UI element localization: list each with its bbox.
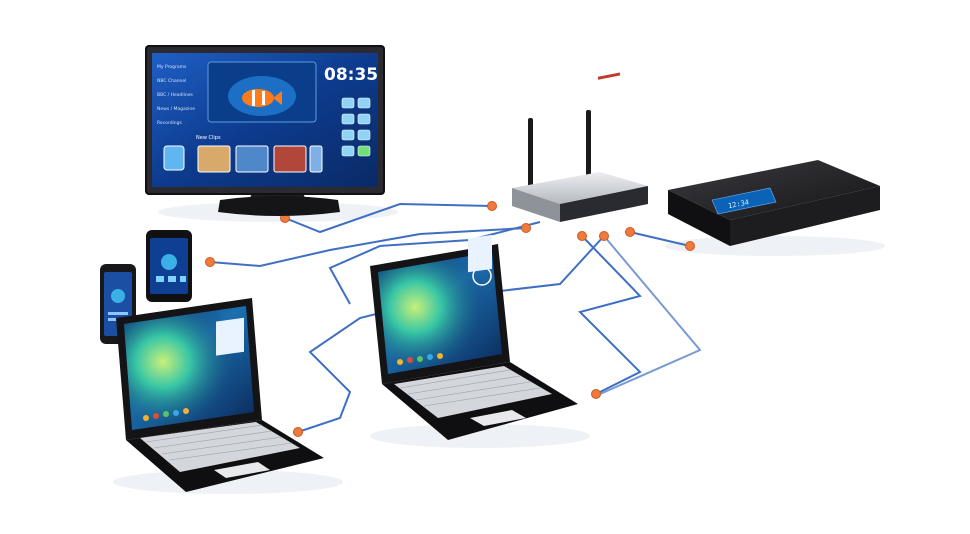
tv-thumbnails <box>163 145 323 173</box>
nas-display-text: 12:34 <box>727 198 749 210</box>
nas-display <box>711 187 777 215</box>
connector <box>685 241 695 251</box>
svg-text:BBC / Headlines: BBC / Headlines <box>157 92 194 98</box>
cable-laptop-right <box>328 221 541 305</box>
cable-laptop-right-2 <box>578 235 642 395</box>
laptop-icon <box>370 234 578 440</box>
tv-clock: 08:35 <box>324 65 378 85</box>
smartphone-icon <box>146 230 192 302</box>
cable-extra <box>599 235 702 395</box>
connector <box>521 223 531 233</box>
svg-text:My Programs: My Programs <box>157 64 187 70</box>
tv-menu: My Programs NBC Channel BBC / Headlines … <box>157 64 195 126</box>
cable-laptop-left <box>297 235 605 433</box>
svg-text:News / Magazine: News / Magazine <box>157 106 195 112</box>
tv-section-label: New Clips <box>196 135 221 141</box>
svg-text:NBC Channel: NBC Channel <box>157 78 186 84</box>
tv-icon: My Programs NBC Channel BBC / Headlines … <box>145 45 385 216</box>
network-cables <box>209 202 702 433</box>
connector <box>487 201 497 211</box>
svg-text:Recordings: Recordings <box>157 120 183 126</box>
connector <box>599 231 609 241</box>
laptop-icon <box>116 298 324 492</box>
cable-tv <box>284 202 493 234</box>
cable-nas <box>629 231 691 247</box>
connector <box>577 231 587 241</box>
clownfish-icon <box>242 89 274 107</box>
connector <box>625 227 635 237</box>
cable-phone <box>209 227 527 268</box>
connector <box>293 427 303 437</box>
connector <box>205 257 215 267</box>
connector <box>591 389 601 399</box>
tv-app-tiles <box>341 97 371 157</box>
nas-icon: 12:34 <box>668 160 880 246</box>
router-icon <box>512 72 648 222</box>
